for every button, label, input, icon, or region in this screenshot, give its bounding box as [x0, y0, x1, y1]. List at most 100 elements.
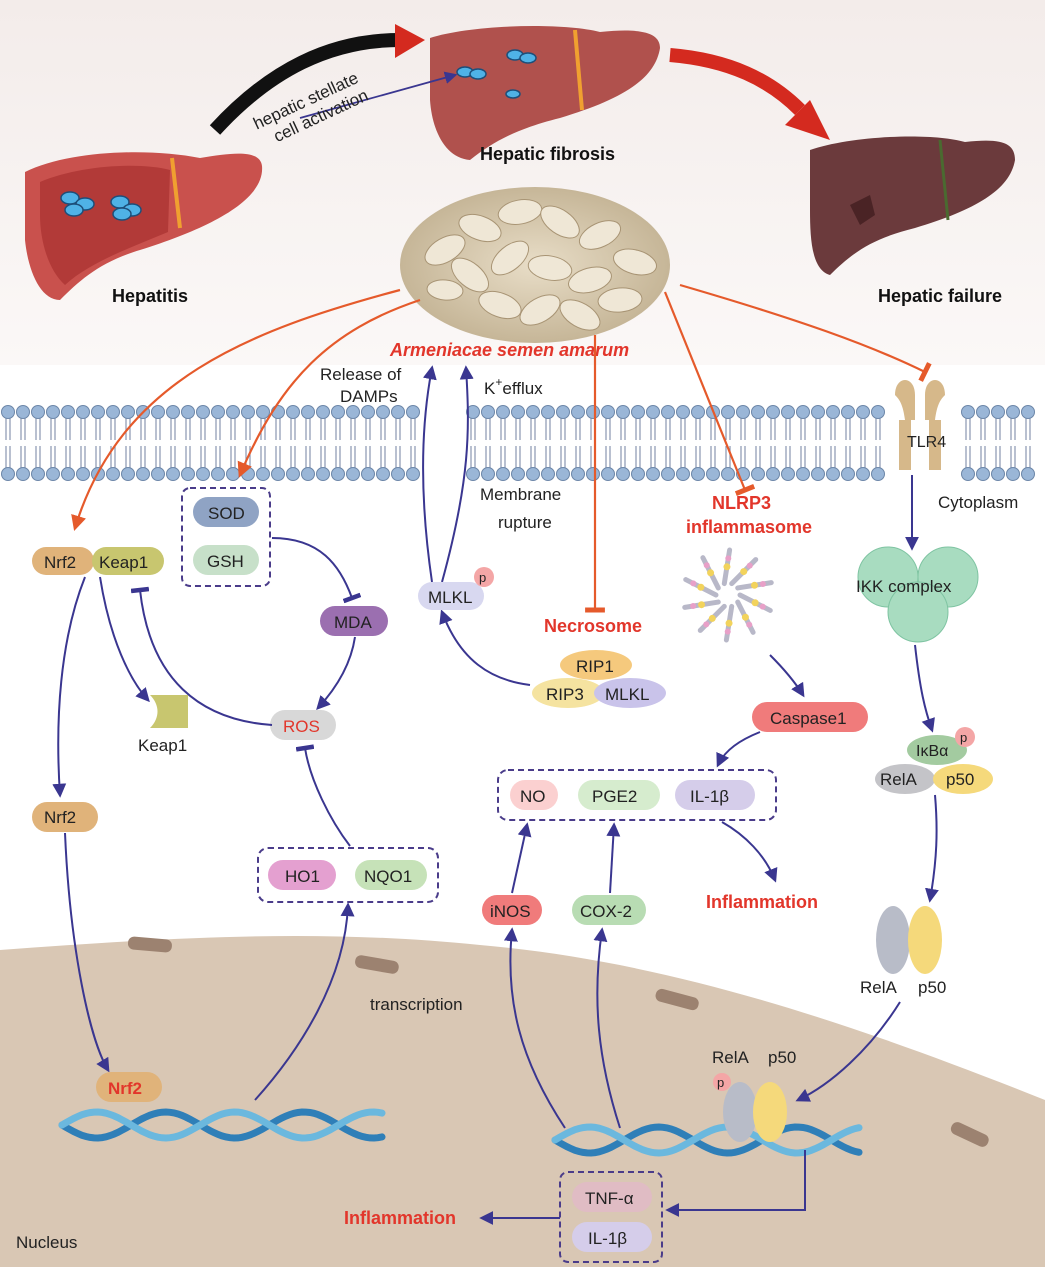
gsh-label: GSH [207, 552, 244, 571]
ho1-pill [268, 860, 336, 890]
p50-label: p50 [946, 770, 974, 789]
damps-label-line2: DAMPs [340, 387, 398, 406]
rela-dna-shape [723, 1082, 757, 1142]
p50-dna-label: p50 [768, 1048, 796, 1067]
nlrp3-label-line2: inflammasome [686, 517, 812, 537]
membrane-rupture-line2: rupture [498, 513, 552, 532]
keap1-free-shape [150, 695, 188, 728]
keap1-label: Keap1 [99, 553, 148, 572]
mlkl-to-damps-arrow [422, 365, 437, 583]
dna-to-cytokines-arrow [665, 1150, 806, 1217]
armeniacae-seeds-image [400, 187, 670, 343]
nrf2-label: Nrf2 [44, 553, 76, 572]
k-efflux-label: K+efflux [484, 375, 543, 398]
ikba-p-label: p [960, 730, 967, 745]
sod-pill [193, 497, 259, 527]
ikba-phospho-badge [955, 727, 975, 747]
herb-label: Armeniacae semen amarum [389, 340, 629, 360]
p50-dna-shape [753, 1082, 787, 1142]
inflammation-label-mid: Inflammation [706, 892, 818, 912]
nrf2-free-pill [32, 802, 98, 832]
tlr4-label: TLR4 [907, 434, 946, 451]
membrane-rupture-line1: Membrane [480, 485, 561, 504]
rela-shape [875, 764, 935, 794]
stellate-arrow [299, 71, 458, 119]
sod-label: SOD [208, 504, 245, 523]
ho1-inhibits-ros [295, 744, 351, 847]
il1b-to-inflammation-arrow [721, 821, 778, 883]
cytoplasm-label: Cytoplasm [938, 493, 1018, 512]
transcription-arrow [254, 902, 355, 1101]
dna-helix-left [58, 1108, 386, 1142]
pge2-label: PGE2 [592, 787, 637, 806]
mda-label: MDA [334, 613, 372, 632]
rela-dna-label: RelA [712, 1048, 750, 1067]
rip3-shape [532, 678, 604, 708]
il1b-nucleus-label: IL-1β [588, 1229, 627, 1248]
mlkl-p-label: p [479, 570, 486, 585]
liver-hepatitis-image [25, 152, 263, 300]
rela-label: RelA [880, 770, 918, 789]
mlkl-pill [418, 582, 484, 610]
mlkl2-label: MLKL [605, 685, 649, 704]
nrf2-to-nucleus-arrow [64, 832, 110, 1073]
dna-to-inos-arrow [503, 927, 566, 1129]
ikba-shape [907, 735, 967, 765]
mda-to-ros-arrow [316, 636, 356, 711]
liver-failure-image [810, 136, 1015, 275]
mda-pill [320, 606, 388, 636]
no-label: NO [520, 787, 546, 806]
hepatic-failure-label: Hepatic failure [878, 286, 1002, 306]
nrf2-release-arrow [52, 576, 86, 798]
tnfa-label: TNF-α [585, 1189, 634, 1208]
cox2-pill [572, 895, 646, 925]
damps-label-line1: Release of [320, 365, 402, 384]
cox2-label: COX-2 [580, 902, 632, 921]
inos-label: iNOS [490, 902, 531, 921]
hepatic-fibrosis-label: Hepatic fibrosis [480, 144, 615, 164]
nrf2-dna-pill [96, 1072, 162, 1102]
dna-helix-right [551, 1123, 863, 1157]
transcription-label: transcription [370, 995, 463, 1014]
nfkb-release-arrow [925, 794, 939, 903]
mlkl-label: MLKL [428, 588, 472, 607]
nrf2-free-label: Nrf2 [44, 808, 76, 827]
progression-arrow-1 [209, 33, 401, 135]
necrosome-label: Necrosome [544, 616, 642, 636]
p50-free-label: p50 [918, 978, 946, 997]
keap1-release-arrow [99, 576, 150, 703]
caspase1-pill [752, 702, 868, 732]
rela-free-shape [876, 906, 910, 974]
ikk-to-ikba-arrow [914, 644, 935, 733]
nqo1-label: NQO1 [364, 867, 412, 886]
herb-to-sod-arrow [237, 298, 421, 478]
inflammasome-to-caspase-arrow [769, 654, 805, 698]
nucleus-region [0, 935, 1045, 1267]
rip3-label: RIP3 [546, 685, 584, 704]
nrf2-keap1-complex [32, 547, 164, 575]
cox2-to-pge2-arrow [606, 822, 621, 894]
herb-inhibits-nlrp3 [663, 291, 756, 497]
cell-membrane [1, 405, 1035, 481]
keap1-free-label: Keap1 [138, 736, 187, 755]
il1b-nucleus-pill [572, 1222, 652, 1252]
liver-fibrosis-image [430, 26, 660, 160]
rela-dna-p-label: p [717, 1075, 724, 1090]
inos-pill [482, 895, 542, 925]
antioxidants-inhibit-mda [271, 537, 362, 604]
il1b-pill [675, 780, 755, 810]
gsh-pill [193, 545, 259, 575]
inflammation-label-nucleus: Inflammation [344, 1208, 456, 1228]
il1b-label: IL-1β [690, 787, 729, 806]
ros-label: ROS [283, 717, 320, 736]
rip1-label: RIP1 [576, 657, 614, 676]
mlkl2-shape [594, 678, 666, 708]
nucleus-label: Nucleus [16, 1233, 77, 1252]
caspase1-label: Caspase1 [770, 709, 847, 728]
hepatitis-label: Hepatitis [112, 286, 188, 306]
inos-to-no-arrow [511, 822, 532, 894]
progression-arrow-2 [669, 48, 805, 115]
nlrp3-label-line1: NLRP3 [712, 493, 771, 513]
ho1-label: HO1 [285, 867, 320, 886]
